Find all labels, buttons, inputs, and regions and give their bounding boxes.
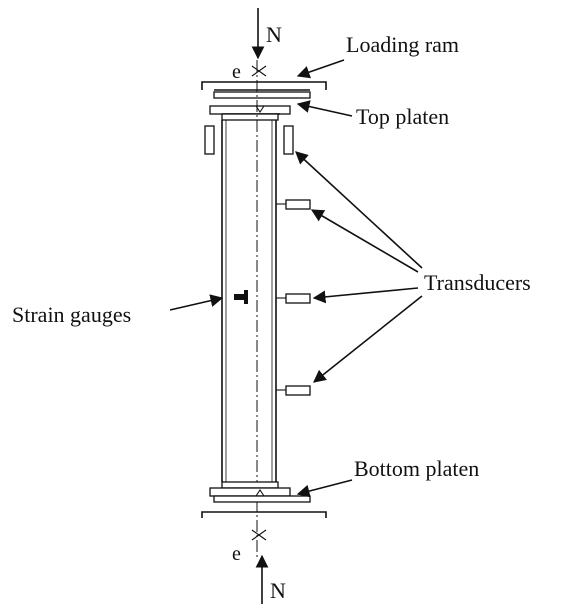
strain-gauges-leader	[169, 294, 224, 311]
strain-gauges-label: Strain gauges	[12, 302, 131, 327]
bottom-platen-leader	[296, 479, 353, 498]
transducer-upper	[276, 199, 311, 210]
loading-ram	[201, 81, 327, 99]
bottom-load-label: N	[270, 578, 286, 603]
loading-ram-leader	[296, 59, 345, 79]
top-load-label: N	[266, 22, 282, 47]
transducer-top-right	[283, 125, 294, 155]
top-eccentricity-label: e	[232, 61, 241, 83]
strain-gauge-marks	[234, 290, 248, 304]
top-platen	[209, 105, 291, 121]
loading-ram-label: Loading ram	[346, 32, 459, 57]
transducers-leaders	[295, 151, 423, 383]
transducer-lower	[276, 385, 311, 396]
transducer-top-left	[204, 125, 215, 155]
top-platen-label: Top platen	[356, 104, 449, 129]
bottom-eccentricity-label: e	[232, 543, 241, 565]
top-platen-leader	[296, 100, 353, 117]
bottom-platen	[201, 481, 327, 518]
transducer-middle	[276, 293, 311, 304]
bottom-eccentricity-mark	[251, 529, 267, 541]
transducers-label: Transducers	[424, 270, 531, 295]
bottom-platen-label: Bottom platen	[354, 456, 479, 481]
column	[221, 120, 277, 482]
top-eccentricity-mark	[251, 65, 267, 77]
